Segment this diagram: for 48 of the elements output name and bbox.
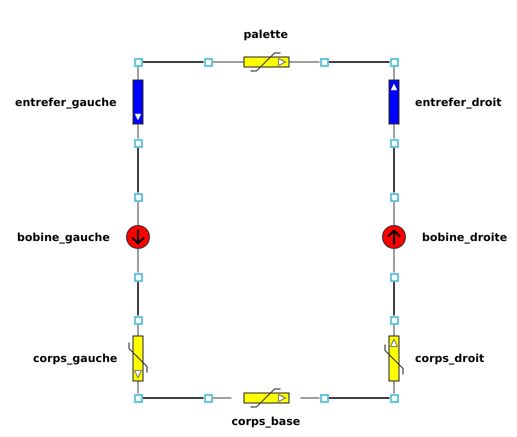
wire	[328, 61, 390, 63]
wire	[393, 202, 395, 225]
port-square	[320, 58, 328, 66]
wire	[393, 124, 395, 138]
port-square	[204, 394, 212, 402]
port-square	[390, 58, 398, 66]
wire	[393, 148, 395, 192]
wire	[137, 66, 139, 80]
wire	[142, 61, 204, 63]
port-square	[390, 316, 398, 324]
port-square	[134, 192, 142, 202]
wire	[328, 397, 390, 399]
wire	[137, 249, 139, 272]
wire	[393, 282, 395, 316]
port-square	[134, 138, 142, 148]
port-square	[134, 394, 142, 402]
wire	[393, 380, 395, 394]
port-square	[134, 316, 142, 324]
wire	[212, 397, 232, 399]
component-label: palette	[244, 28, 288, 41]
port-square	[134, 272, 142, 282]
component-label: bobine_gauche	[17, 230, 110, 244]
port-square	[390, 192, 398, 202]
wire	[137, 202, 139, 225]
port-square	[134, 58, 142, 66]
component-label: corps_droit	[415, 352, 484, 364]
wire	[212, 61, 244, 63]
wire	[393, 66, 395, 80]
component-label: entrefer_gauche	[15, 96, 117, 108]
wire	[300, 397, 320, 399]
port-square	[390, 272, 398, 282]
component-label: corps_gauche	[33, 352, 118, 364]
port-square	[390, 138, 398, 148]
component-label: entrefer_droit	[415, 96, 502, 108]
component-label: bobine_droite	[422, 230, 508, 244]
wire	[137, 380, 139, 394]
wire	[137, 124, 139, 138]
port-square	[390, 394, 398, 402]
wire	[288, 61, 320, 63]
port-square	[320, 394, 328, 402]
wire	[142, 397, 204, 399]
wire	[137, 324, 139, 336]
port-square	[204, 58, 212, 66]
component-label: corps_base	[232, 415, 300, 428]
wire	[393, 324, 395, 336]
wire	[393, 249, 395, 272]
wire	[137, 148, 139, 192]
wire	[137, 282, 139, 316]
